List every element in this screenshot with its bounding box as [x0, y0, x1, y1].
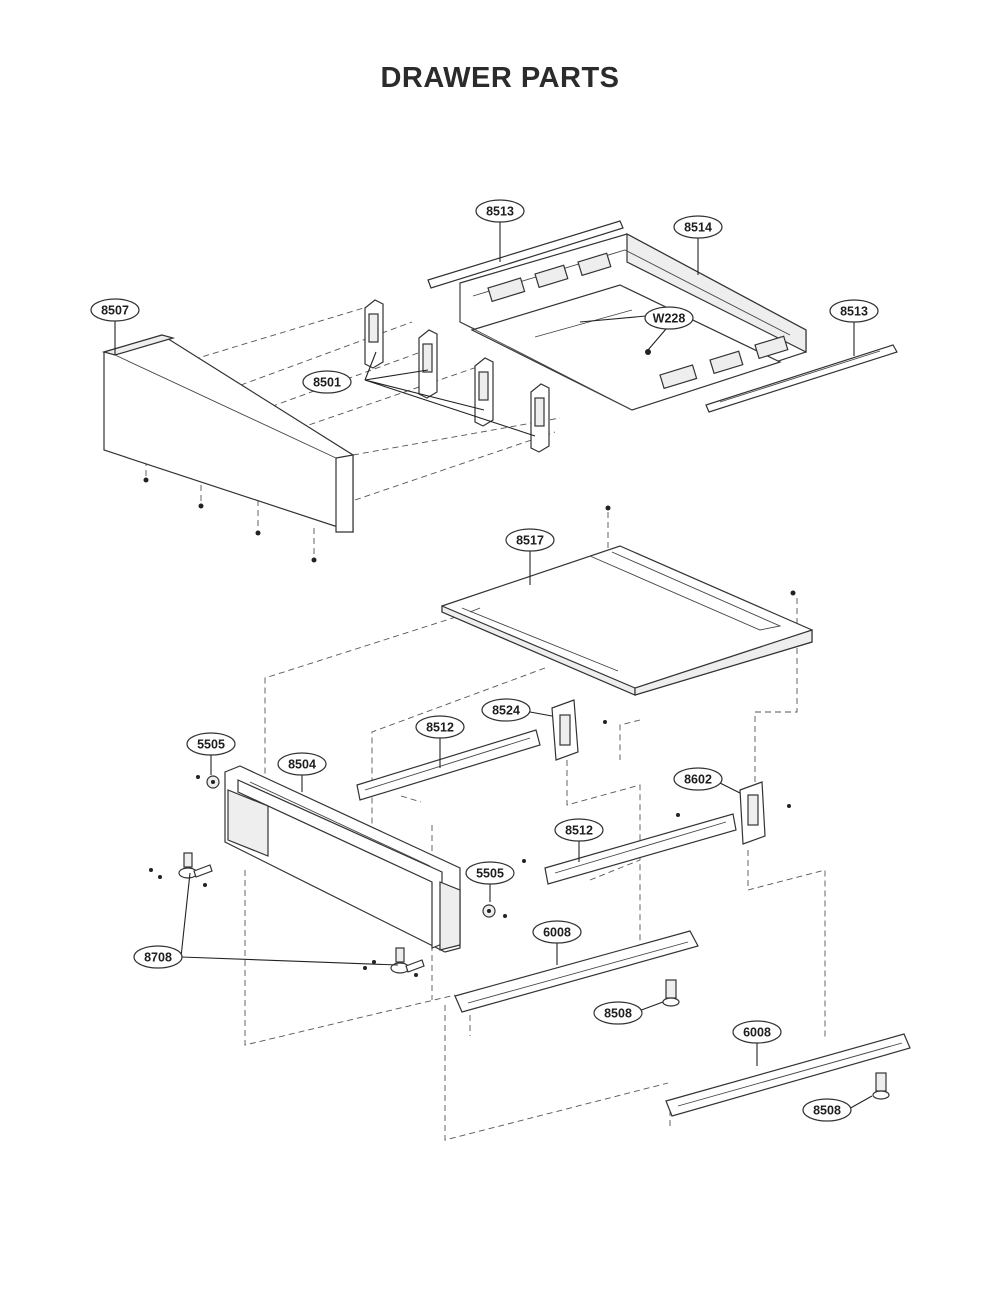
callout-label: W228: [653, 312, 686, 326]
rear-legs: [662, 979, 890, 1100]
leveling-legs: [149, 852, 425, 977]
callout-label: 5505: [476, 867, 504, 881]
leader-lines: [114, 222, 873, 1111]
callout-label: 8507: [101, 304, 129, 318]
front-panel-brackets: [364, 299, 550, 453]
top-cover-plate: [441, 505, 813, 696]
slide-rails: [356, 729, 737, 885]
panel-screws: [143, 477, 317, 563]
callout-6008-lower: 6008: [732, 1020, 782, 1044]
callout-8512-lower: 8512: [554, 818, 604, 842]
callout-8508-lower: 8508: [802, 1098, 852, 1122]
callout-5505-left: 5505: [186, 732, 236, 756]
callout-label: 8501: [313, 376, 341, 390]
callout-W228: W228: [644, 306, 694, 330]
callout-8512-upper: 8512: [415, 715, 465, 739]
front-frame: [224, 765, 461, 953]
callout-label: 8508: [813, 1104, 841, 1118]
callout-label: 8512: [565, 824, 593, 838]
callout-8602: 8602: [673, 767, 723, 791]
callout-8513-top: 8513: [475, 199, 525, 223]
callout-8514: 8514: [673, 215, 723, 239]
callout-label: 5505: [197, 738, 225, 752]
spacers: [196, 775, 507, 918]
callout-8517: 8517: [505, 528, 555, 552]
callout-label: 8504: [288, 758, 316, 772]
assembly-guide-lines: [145, 302, 826, 1141]
callout-8513-right: 8513: [829, 299, 879, 323]
callout-label: 8517: [516, 534, 544, 548]
callout-8507: 8507: [90, 298, 140, 322]
callout-label: 8512: [426, 721, 454, 735]
callout-5505-right: 5505: [465, 861, 515, 885]
callout-8504: 8504: [277, 752, 327, 776]
callout-label: 8514: [684, 221, 712, 235]
callout-label: 8524: [492, 704, 520, 718]
callout-8501: 8501: [302, 370, 352, 394]
drawer-side-rails: [427, 220, 898, 413]
callout-8524: 8524: [481, 698, 531, 722]
callout-label: 6008: [743, 1026, 771, 1040]
callout-label: 8508: [604, 1007, 632, 1021]
bottom-rails: [454, 930, 911, 1117]
callout-label: 8602: [684, 773, 712, 787]
callout-label: 8708: [144, 951, 172, 965]
callout-8508-upper: 8508: [593, 1001, 643, 1025]
rear-brackets: [522, 699, 791, 863]
callout-8708: 8708: [133, 945, 183, 969]
drawer-tub: [459, 232, 807, 411]
page-title: DRAWER PARTS: [380, 62, 620, 94]
drawer-front-panel: [101, 334, 354, 533]
callout-label: 8513: [486, 205, 514, 219]
callout-label: 8513: [840, 305, 868, 319]
callout-6008-upper: 6008: [532, 920, 582, 944]
callout-label: 6008: [543, 926, 571, 940]
